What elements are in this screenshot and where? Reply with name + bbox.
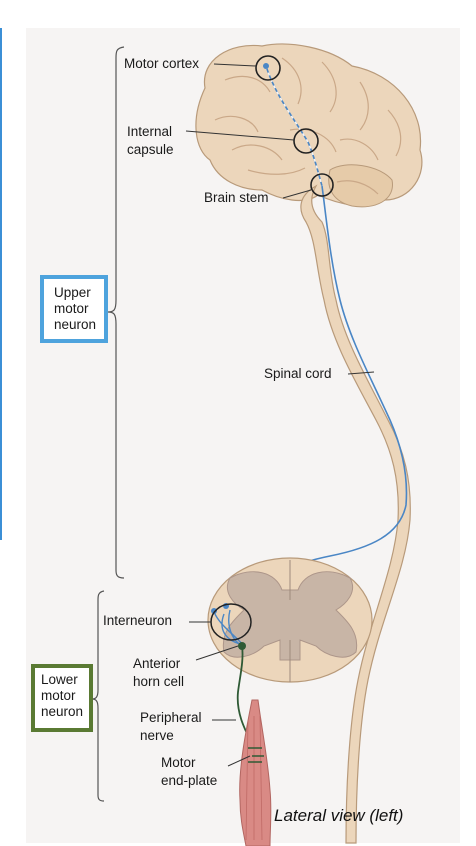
label-peripheral-nerve-2: nerve <box>140 728 174 743</box>
label-internal-capsule-1: Internal <box>127 124 173 139</box>
label-spinal-cord: Spinal cord <box>264 366 332 381</box>
muscle <box>239 699 272 846</box>
upper-motor-neuron-box: Upper motor neuron <box>40 275 108 343</box>
gray-matter <box>222 571 358 661</box>
label-motor-endplate-1: Motor <box>161 755 196 770</box>
spinal-cord-leader <box>347 371 375 375</box>
lower-line-1: Lower <box>41 672 78 687</box>
label-anterior-horn-1: Anterior <box>133 656 181 671</box>
label-motor-cortex: Motor cortex <box>124 56 200 71</box>
left-edge-accent <box>0 28 2 540</box>
brain-gyri <box>214 57 402 195</box>
internal-capsule-marker <box>293 128 319 154</box>
motor-end-plate <box>248 747 264 763</box>
internal-capsule-leader <box>185 130 295 141</box>
cerebrum <box>195 43 423 206</box>
cerebellum <box>328 164 393 208</box>
upper-line-1: Upper <box>54 285 91 300</box>
anterior-horn-leader <box>195 645 239 661</box>
label-interneuron: Interneuron <box>103 613 173 628</box>
label-peripheral-nerve-1: Peripheral <box>140 710 202 725</box>
spinal-cord-body <box>300 184 411 844</box>
upper-neuron-bracket <box>107 46 125 579</box>
motor-endplate-leader <box>227 755 251 767</box>
label-anterior-horn-2: horn cell <box>133 674 185 689</box>
brain <box>195 43 423 208</box>
lower-line-3: neuron <box>41 704 84 719</box>
spinal-cord-cross-section <box>207 557 373 683</box>
label-brain-stem: Brain stem <box>204 190 269 205</box>
label-motor-endplate-2: end-plate <box>161 773 218 788</box>
brain-stem-marker <box>310 173 334 197</box>
anterior-horn-cell <box>238 642 246 650</box>
motor-cortex-leader <box>213 63 257 67</box>
caption-lateral-view: Lateral view (left) <box>274 806 404 825</box>
lower-motor-neuron-box: Lower motor neuron <box>31 664 93 732</box>
interneuron-cell <box>211 608 217 614</box>
brain-stem-leader <box>282 189 312 199</box>
motor-cortex-marker <box>255 55 281 81</box>
motor-cortex-cell-body <box>263 63 269 69</box>
label-internal-capsule-2: capsule <box>127 142 174 157</box>
upper-line-3: neuron <box>54 317 97 332</box>
lower-line-2: motor <box>41 688 76 703</box>
upper-line-2: motor <box>54 301 89 316</box>
